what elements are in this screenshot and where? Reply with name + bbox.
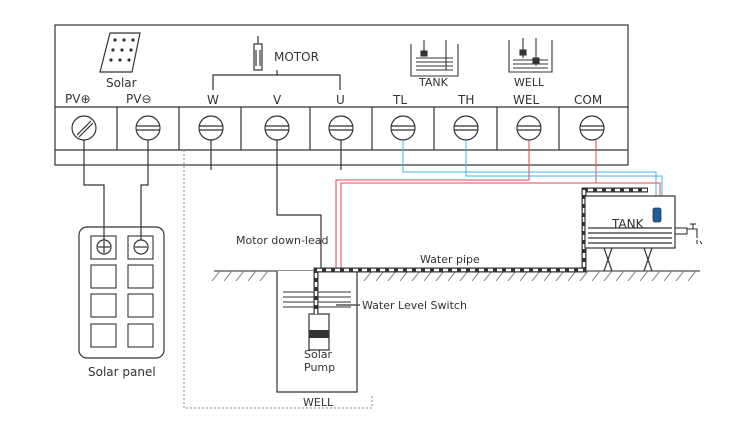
well-icon-label: WELL — [514, 76, 545, 89]
tank-label: TANK — [611, 217, 645, 231]
terminal-screw-v — [264, 115, 290, 141]
terminal-label-v: V — [273, 93, 282, 107]
terminal-label-w: W — [207, 93, 219, 107]
red-wire-com — [340, 140, 597, 300]
terminal-label-u: U — [336, 93, 345, 107]
motor-bracket — [212, 70, 341, 90]
terminal-screw-th — [453, 115, 479, 141]
terminal-dividers — [116, 107, 560, 150]
motor-label: MOTOR — [274, 50, 319, 64]
tank-icon-label: TANK — [418, 76, 449, 89]
solar-panel-label: Solar panel — [88, 365, 156, 379]
tank — [584, 195, 676, 272]
terminal-screw-pv-minus — [135, 115, 161, 141]
dotted-boundary — [183, 150, 373, 409]
terminal-screw-wel — [516, 115, 542, 141]
tank-icon — [410, 40, 459, 77]
blue-wire-tl — [402, 140, 657, 214]
solar-pump-label-line1: Solar — [304, 348, 333, 361]
motor-down-lead-wire — [276, 140, 322, 310]
terminal-screw-w — [198, 115, 224, 141]
wire-pv-plus — [83, 140, 105, 240]
red-wire-wel — [335, 140, 530, 300]
faucet-icon — [674, 223, 703, 245]
terminal-label-th: TH — [457, 93, 474, 107]
terminal-screw-pv-plus — [71, 115, 97, 141]
terminal-label-pv-plus: PV⊕ — [65, 92, 91, 106]
water-pipe-stripe — [314, 188, 648, 314]
tank-sensor — [652, 207, 662, 223]
solar-panel-plus-terminal — [96, 239, 112, 255]
solar-pump — [308, 313, 330, 351]
water-level-switch-label: Water Level Switch — [362, 299, 467, 312]
terminal-label-pv-minus: PV⊖ — [126, 92, 152, 106]
water-pipe-label: Water pipe — [420, 253, 480, 266]
motor-down-lead-label: Motor down-lead — [236, 234, 328, 247]
terminal-label-tl: TL — [392, 93, 407, 107]
terminal-screw-com — [579, 115, 605, 141]
terminal-label-wel: WEL — [513, 93, 539, 107]
well-label: WELL — [303, 396, 334, 409]
solar-icon — [99, 32, 141, 73]
ground-hatching — [211, 270, 697, 282]
solar-panel-minus-terminal — [133, 239, 149, 255]
terminal-screw-u — [328, 115, 354, 141]
motor-icon — [253, 36, 263, 71]
well-icon — [508, 38, 553, 73]
solar-label: Solar — [106, 76, 137, 90]
solar-pump-label-line2: Pump — [304, 361, 335, 374]
wire-pv-minus — [140, 140, 149, 240]
terminal-label-com: COM — [574, 93, 602, 107]
terminal-screw-tl — [390, 115, 416, 141]
